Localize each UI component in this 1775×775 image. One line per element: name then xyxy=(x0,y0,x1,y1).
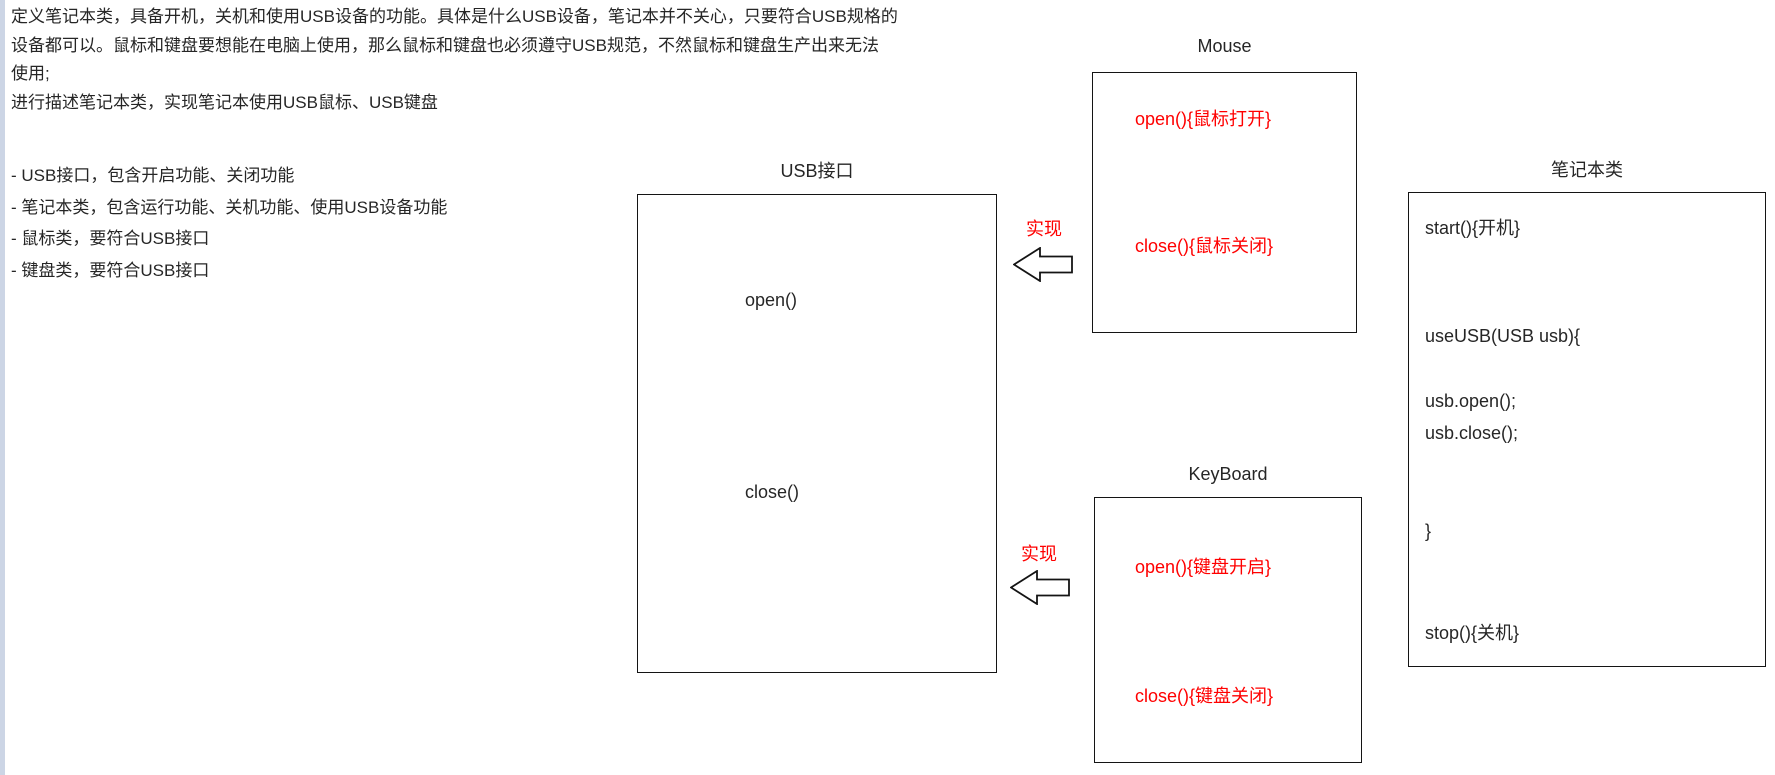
usb-close-method[interactable]: close() xyxy=(745,482,800,502)
page-edge-strip xyxy=(0,0,5,775)
requirement-mouse-class: - 鼠标类，要符合USB接口 xyxy=(11,229,210,248)
implements-arrow-mouse-icon[interactable] xyxy=(1013,247,1073,282)
mouse-open-method[interactable]: open(){鼠标打开} xyxy=(1135,109,1272,129)
implements-label-mouse[interactable]: 实现 xyxy=(1026,219,1062,239)
description-line-2: 设备都可以。鼠标和键盘要想能在电脑上使用，那么鼠标和键盘也必须遵守USB规范，不… xyxy=(11,35,879,55)
keyboard-box[interactable]: open(){键盘开启} close(){键盘关闭} xyxy=(1094,497,1362,763)
requirement-notebook-class: - 笔记本类，包含运行功能、关机功能、使用USB设备功能 xyxy=(11,197,448,217)
keyboard-close-method[interactable]: close(){键盘关闭} xyxy=(1135,686,1274,706)
usb-interface-title[interactable]: USB接口 xyxy=(780,161,854,181)
description-line-3: 使用; xyxy=(11,64,50,83)
implements-label-keyboard[interactable]: 实现 xyxy=(1021,544,1057,564)
notebook-useusb-method[interactable]: useUSB(USB usb){ xyxy=(1425,326,1581,346)
description-paragraph[interactable]: 定义笔记本类，具备开机，关机和使用USB设备的功能。具体是什么USB设备，笔记本… xyxy=(11,3,898,117)
keyboard-open-method[interactable]: open(){键盘开启} xyxy=(1135,557,1272,577)
mouse-close-method[interactable]: close(){鼠标关闭} xyxy=(1135,236,1274,256)
notebook-class-title[interactable]: 笔记本类 xyxy=(1551,160,1623,180)
mouse-box[interactable]: open(){鼠标打开} close(){鼠标关闭} xyxy=(1092,72,1357,333)
requirement-keyboard-class: - 键盘类，要符合USB接口 xyxy=(11,260,210,280)
mouse-title[interactable]: Mouse xyxy=(1197,36,1252,56)
notebook-stop-method[interactable]: stop(){关机} xyxy=(1425,623,1520,643)
description-line-1: 定义笔记本类，具备开机，关机和使用USB设备的功能。具体是什么USB设备，笔记本… xyxy=(11,7,898,26)
implements-arrow-keyboard-icon[interactable] xyxy=(1010,570,1070,605)
requirement-usb-interface: - USB接口，包含开启功能、关闭功能 xyxy=(11,166,295,185)
notebook-closing-brace[interactable]: } xyxy=(1425,521,1432,541)
notebook-start-method[interactable]: start(){开机} xyxy=(1425,218,1521,238)
description-line-4: 进行描述笔记本类，实现笔记本使用USB鼠标、USB键盘 xyxy=(11,92,438,112)
requirements-list[interactable]: - USB接口，包含开启功能、关闭功能 - 笔记本类，包含运行功能、关机功能、使… xyxy=(11,160,447,286)
notebook-usb-open-call[interactable]: usb.open(); xyxy=(1425,391,1517,411)
notebook-class-box[interactable]: start(){开机} useUSB(USB usb){ usb.open();… xyxy=(1408,192,1766,667)
notebook-usb-close-call[interactable]: usb.close(); xyxy=(1425,423,1519,443)
usb-interface-box[interactable]: open() close() xyxy=(637,194,997,673)
keyboard-title[interactable]: KeyBoard xyxy=(1188,464,1268,484)
usb-open-method[interactable]: open() xyxy=(745,290,798,310)
